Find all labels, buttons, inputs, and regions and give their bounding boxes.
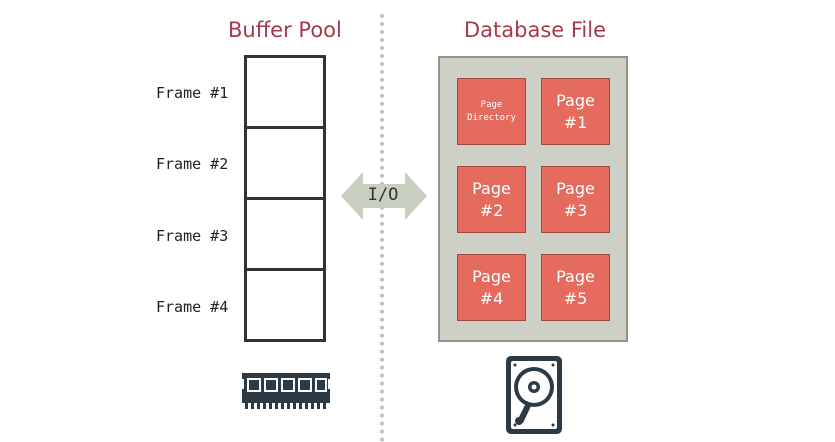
hard-drive-icon [506, 356, 562, 434]
page-label-line1: Page [480, 99, 503, 110]
frame-label-1: Frame #1 [156, 84, 229, 102]
ram-chip-icon [240, 373, 332, 409]
buffer-pool [244, 55, 326, 342]
frame-label-4: Frame #4 [156, 298, 229, 316]
page-label-line1: Page [556, 178, 595, 198]
buffer-pool-title: Buffer Pool [228, 18, 342, 42]
page-label-line2: #5 [563, 288, 588, 308]
page-label-line1: Page [472, 178, 511, 198]
frame-label-3: Frame #3 [156, 227, 229, 245]
page-1: Page #1 [541, 78, 610, 145]
page-label-line2: #1 [563, 112, 588, 132]
page-label-line2: #3 [563, 200, 588, 220]
page-5: Page #5 [541, 254, 610, 321]
frame-slot-2 [247, 129, 323, 200]
frame-slot-1 [247, 58, 323, 129]
page-label-line2: #4 [479, 288, 504, 308]
page-label-line2: Directory [467, 112, 516, 123]
page-label-line1: Page [556, 90, 595, 110]
frame-label-2: Frame #2 [156, 155, 229, 173]
page-label-line1: Page [556, 266, 595, 286]
frame-slot-3 [247, 200, 323, 271]
database-file: Page Directory Page #1 Page #2 Page #3 P… [438, 56, 628, 342]
page-directory: Page Directory [457, 78, 526, 145]
page-label-line1: Page [472, 266, 511, 286]
page-3: Page #3 [541, 166, 610, 233]
frame-slot-4 [247, 271, 323, 339]
io-arrow-icon [341, 172, 427, 220]
database-file-title: Database File [464, 18, 607, 42]
io-label: I/O [367, 185, 399, 205]
page-label-line2: #2 [479, 200, 504, 220]
page-4: Page #4 [457, 254, 526, 321]
page-2: Page #2 [457, 166, 526, 233]
memory-disk-divider [380, 14, 384, 442]
